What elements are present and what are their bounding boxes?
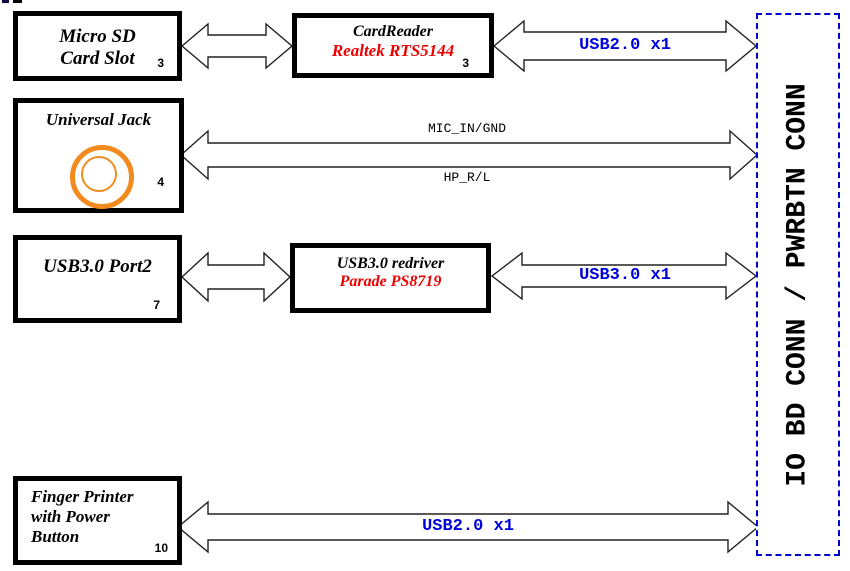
audio-jack-inner-ring-icon	[81, 156, 117, 192]
io-board-connector: IO BD CONN / PWRBTN CONN	[756, 13, 840, 556]
connector-label: IO BD CONN / PWRBTN CONN	[782, 82, 814, 487]
signal-label-mic-in-gnd: MIC_IN/GND	[427, 121, 506, 136]
bus-label-usb3: USB3.0 x1	[579, 266, 671, 285]
box-usb3-port2: USB3.0 Port2 7	[13, 235, 182, 323]
box-universal-jack: Universal Jack 4	[13, 98, 184, 213]
box-label: Finger Printer with Power Button	[18, 481, 177, 547]
box-label-line2: Card Slot	[60, 48, 135, 69]
page-ref-number: 3	[157, 56, 164, 70]
crop-artifact	[2, 0, 9, 3]
box-label-line1: Finger Printer	[31, 487, 134, 506]
box-label-line3: Button	[31, 527, 80, 546]
box-label: CardReader	[353, 23, 433, 40]
box-cardreader: CardReader Realtek RTS5144 3	[292, 13, 494, 78]
box-label: USB3.0 Port2	[43, 256, 152, 277]
page-ref-number: 10	[154, 541, 168, 555]
bus-label-usb2-bottom: USB2.0 x1	[422, 517, 514, 536]
box-label: Micro SD Card Slot	[18, 16, 177, 70]
page-ref-number: 7	[153, 298, 160, 312]
signal-label-hp-r-l: HP_R/L	[443, 170, 491, 185]
bus-label-usb2-top: USB2.0 x1	[579, 36, 671, 55]
box-usb3-redriver: USB3.0 redriver Parade PS8719	[290, 243, 491, 313]
box-label-line2: with Power	[31, 507, 110, 526]
chip-name: Parade PS8719	[339, 273, 442, 290]
page-ref-number: 4	[157, 175, 164, 189]
box-label: Universal Jack	[45, 110, 152, 129]
box-finger-printer: Finger Printer with Power Button 10	[13, 476, 182, 565]
crop-artifact	[13, 0, 22, 3]
arrow-microsd-cardreader	[180, 22, 294, 70]
audio-jack-icon	[70, 145, 134, 209]
page-ref-number: 3	[462, 56, 469, 70]
arrow-port2-redriver	[180, 251, 292, 303]
box-label-line1: Micro SD	[59, 26, 136, 47]
chip-name: Realtek RTS5144	[331, 41, 455, 60]
box-micro-sd-card-slot: Micro SD Card Slot 3	[13, 11, 182, 81]
box-label: USB3.0 redriver	[336, 255, 445, 272]
